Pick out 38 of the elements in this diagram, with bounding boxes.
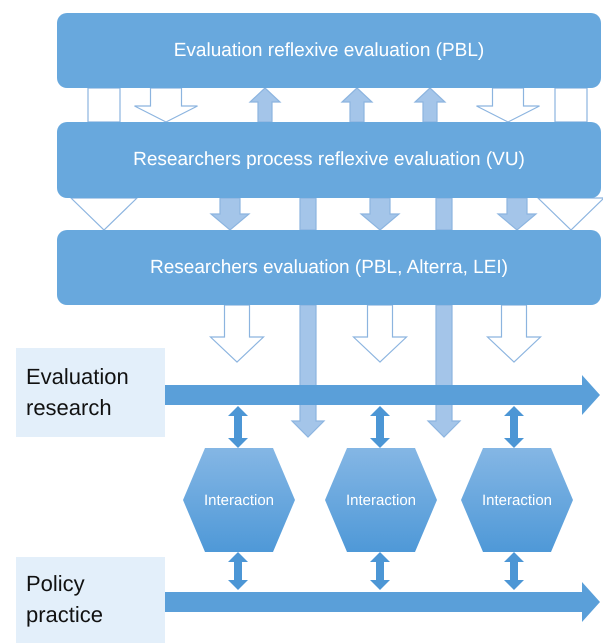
double-arrow [504, 406, 524, 448]
outline-arrow [134, 87, 198, 123]
outline-arrow [536, 197, 603, 231]
block-arrow [435, 197, 453, 231]
block-arrow [209, 197, 251, 231]
double-arrow [228, 406, 248, 448]
block-arrow [248, 87, 282, 123]
double-arrow [370, 406, 390, 448]
track-label: Evaluation research [26, 362, 130, 422]
block-arrow [359, 197, 401, 231]
box-label: Researchers evaluation (PBL, Alterra, LEI) [150, 256, 508, 278]
box-label: Evaluation reflexive evaluation (PBL) [174, 40, 484, 62]
process-box [57, 13, 601, 88]
hexagon-label: Interaction [346, 492, 416, 508]
hexagon-label: Interaction [482, 492, 552, 508]
outline-arrow [554, 87, 588, 123]
outline-arrow [87, 87, 121, 123]
block-arrow [299, 197, 317, 231]
block-arrow [340, 87, 374, 123]
process-box [57, 122, 601, 198]
block-arrow [413, 87, 447, 123]
outline-arrow [476, 87, 540, 123]
process-box [57, 230, 601, 305]
track-label-box [16, 348, 165, 437]
block-arrow [496, 197, 538, 231]
hexagon-label: Interaction [204, 492, 274, 508]
double-arrow [228, 552, 248, 590]
double-arrow [370, 552, 390, 590]
timeline-arrow [165, 582, 600, 622]
track-label: Policy practice [26, 570, 104, 629]
outline-arrow [70, 197, 138, 231]
outline-arrow [352, 304, 408, 363]
track-label-box [16, 557, 165, 643]
box-label: Researchers process reflexive evaluation (VU) [133, 149, 525, 171]
outline-arrow [486, 304, 542, 363]
outline-arrow [208, 304, 266, 363]
double-arrow [504, 552, 524, 590]
timeline-arrow [165, 375, 600, 415]
